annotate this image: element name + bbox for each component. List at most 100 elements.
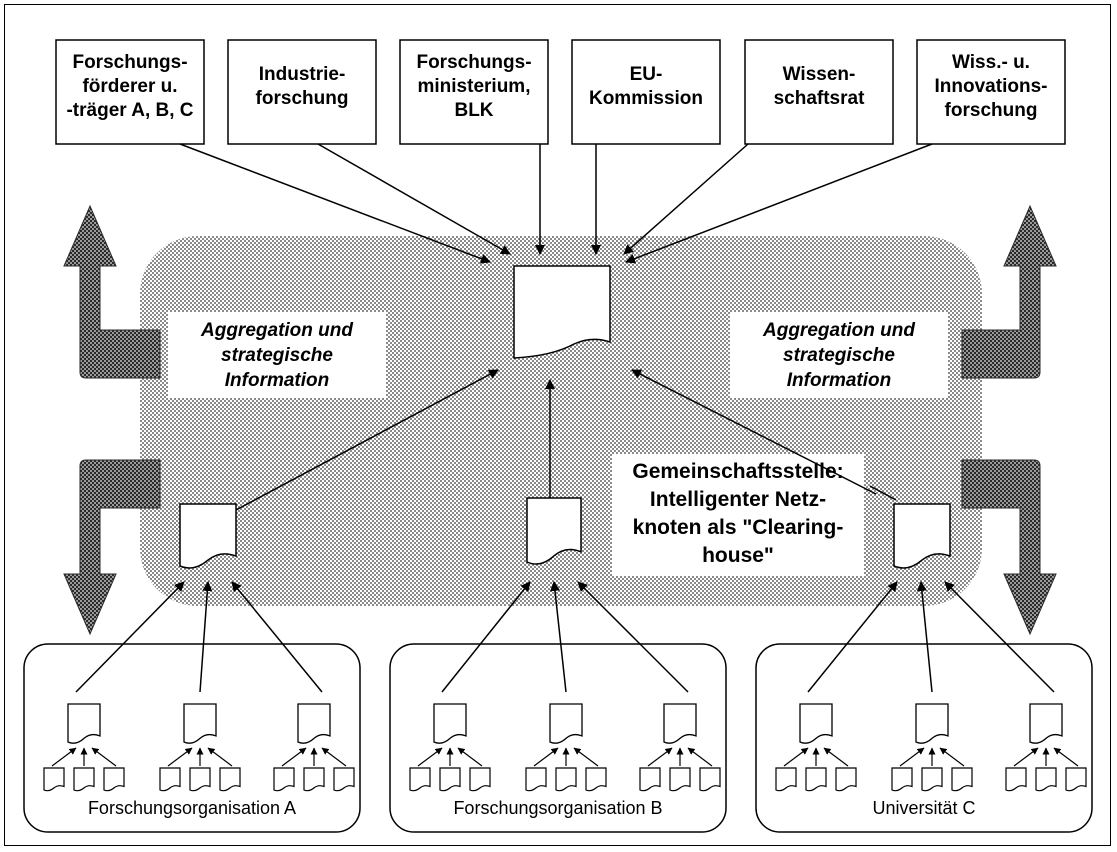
leaf-document-icon	[1065, 767, 1087, 792]
leaf-document-icon	[775, 767, 797, 792]
contribution-arrow	[441, 581, 531, 693]
leaf-arrow	[647, 747, 673, 767]
contribution-arrow	[199, 581, 213, 693]
top-arrows	[179, 143, 933, 264]
leaf-document-icon	[835, 767, 857, 792]
leaf-document-icon	[189, 767, 211, 792]
leaf-document-icon	[951, 767, 973, 792]
source-box-label-1: Forschungs-förderer u.-träger A, B, C	[66, 52, 193, 121]
contribution-arrow	[807, 581, 898, 693]
leaf-arrow	[939, 747, 965, 767]
clearinghouse-callout: Gemeinschaftsstelle:Intelligenter Netz-k…	[632, 460, 843, 567]
contribution-arrow	[916, 581, 933, 693]
big-arrow-bottom-right	[961, 459, 1057, 636]
organisation-label: Universität C	[872, 798, 975, 818]
big-arrow-top-left	[63, 204, 161, 379]
leaf-document-icon	[805, 767, 827, 792]
document-icon-org-b	[526, 497, 582, 565]
leaf-document-icon	[639, 767, 661, 792]
contribution-arrow	[231, 581, 323, 693]
leaf-arrow	[783, 747, 809, 767]
leaf-document-icon	[469, 767, 491, 792]
leaf-document-icon	[669, 767, 691, 792]
organisation-label: Forschungsorganisation A	[88, 798, 296, 818]
sub-document-icon	[663, 703, 697, 744]
leaf-arrow	[417, 747, 443, 767]
central-document-icon	[513, 265, 611, 359]
source-box-label-3: Forschungs-ministerium,BLK	[416, 52, 531, 121]
leaf-arrow	[899, 747, 925, 767]
callout-bg	[612, 454, 864, 576]
top-arrow-2	[317, 143, 511, 255]
leaf-document-icon	[159, 767, 181, 792]
leaf-arrow	[321, 747, 347, 767]
source-box-label-4: EU-Kommission	[589, 64, 703, 109]
aggregation-arrow-1	[235, 369, 499, 511]
leaf-document-icon	[1005, 767, 1027, 792]
leaf-arrow	[1013, 747, 1039, 767]
big-arrow-top-right	[961, 204, 1057, 379]
label-bg-right	[730, 312, 948, 398]
organisation-group-1: Forschungsorganisation A	[23, 581, 361, 833]
sub-document-icon	[67, 703, 101, 744]
leaf-arrow	[207, 747, 233, 767]
organisation-label: Forschungsorganisation B	[453, 798, 662, 818]
leaf-document-icon	[219, 767, 241, 792]
sub-document-icon	[915, 703, 949, 744]
leaf-arrow	[457, 747, 483, 767]
leaf-document-icon	[273, 767, 295, 792]
leaf-arrow	[91, 747, 117, 767]
document-icon-org-a	[179, 503, 237, 569]
contribution-arrow	[550, 581, 567, 693]
leaf-document-icon	[585, 767, 607, 792]
leaf-document-icon	[103, 767, 125, 792]
leaf-arrow	[167, 747, 193, 767]
leaf-document-icon	[439, 767, 461, 792]
organisations: Forschungsorganisation A Forschungsorgani…	[23, 581, 1093, 833]
contribution-arrow	[577, 581, 689, 693]
leaf-document-icon	[73, 767, 95, 792]
leaf-arrow	[573, 747, 599, 767]
leaf-arrow	[687, 747, 713, 767]
contribution-arrow	[944, 581, 1055, 693]
middle-arrows	[235, 369, 897, 511]
sub-document-icon	[799, 703, 833, 744]
top-arrow-5	[623, 143, 749, 255]
source-box-label-6: Wiss.- u.Innovations-forschung	[935, 52, 1048, 121]
label-bg-left	[168, 312, 386, 398]
aggregation-arrow-3	[631, 369, 877, 495]
leaf-document-icon	[409, 767, 431, 792]
leaf-document-icon	[921, 767, 943, 792]
callout-leader	[869, 485, 897, 501]
source-box-1	[55, 39, 205, 145]
sub-document-icon	[297, 703, 331, 744]
leaf-arrow	[533, 747, 559, 767]
leaf-arrow	[281, 747, 307, 767]
diagram-frame	[4, 4, 1111, 846]
top-arrow-1	[179, 143, 491, 264]
leaf-document-icon	[43, 767, 65, 792]
top-boxes: Forschungs-förderer u.-träger A, B, C Ind…	[55, 39, 1066, 145]
source-box-2	[227, 39, 377, 145]
source-box-label-5: Wissen-schaftsrat	[774, 64, 865, 109]
middle-documents	[179, 497, 951, 569]
source-box-6	[916, 39, 1066, 145]
leaf-arrow	[1053, 747, 1079, 767]
leaf-document-icon	[525, 767, 547, 792]
leaf-document-icon	[699, 767, 721, 792]
organisation-group-2: Forschungsorganisation B	[389, 581, 727, 833]
leaf-document-icon	[1035, 767, 1057, 792]
sub-document-icon	[183, 703, 217, 744]
source-box-4	[571, 39, 721, 145]
leaf-document-icon	[303, 767, 325, 792]
document-icon-org-c	[893, 503, 951, 569]
leaf-arrow	[51, 747, 77, 767]
sub-document-icon	[1029, 703, 1063, 744]
top-arrow-6	[625, 143, 933, 264]
contribution-arrow	[75, 581, 185, 693]
source-box-label-2: Industrie-forschung	[256, 64, 349, 109]
organisation-group-3: Universität C	[755, 581, 1093, 833]
